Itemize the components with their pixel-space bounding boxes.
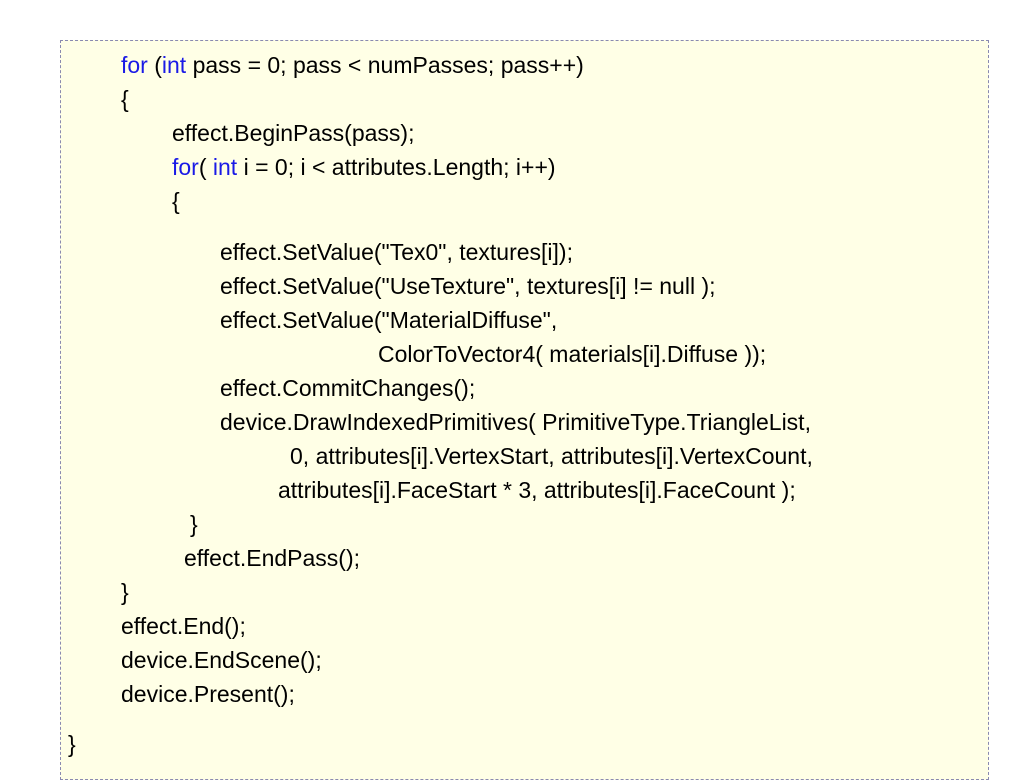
keyword-for: for (121, 52, 148, 78)
code-line-open-brace-inner: { (172, 188, 180, 214)
code-text: ( (147, 52, 162, 78)
code-text: pass = 0; pass < numPasses; pass++) (186, 52, 584, 78)
keyword-int: int (212, 154, 238, 180)
code-line-effect-end: effect.End(); (121, 613, 246, 639)
code-line-set-use-texture: effect.SetValue("UseTexture", textures[i… (220, 273, 716, 299)
code-text: ( (198, 154, 213, 180)
code-line-set-material-diffuse: effect.SetValue("MaterialDiffuse", (220, 307, 558, 333)
code-line-draw-args-2: attributes[i].FaceStart * 3, attributes[… (278, 477, 796, 503)
code-text: i = 0; i < attributes.Length; i++) (237, 154, 556, 180)
code-line-final-brace: } (68, 731, 76, 757)
code-line-close-brace: } (121, 579, 129, 605)
code-line-begin-pass: effect.BeginPass(pass); (172, 120, 415, 146)
code-line-close-brace-inner: } (190, 511, 198, 537)
code-line-commit-changes: effect.CommitChanges(); (220, 375, 476, 401)
code-block (60, 40, 989, 780)
keyword-int: int (161, 52, 187, 78)
code-line-for-pass: for (int pass = 0; pass < numPasses; pas… (121, 51, 584, 79)
code-line-set-tex0: effect.SetValue("Tex0", textures[i]); (220, 239, 573, 265)
code-line-open-brace: { (121, 86, 129, 112)
code-line-for-attributes: for( int i = 0; i < attributes.Length; i… (172, 153, 556, 181)
code-line-color-to-vector4: ColorToVector4( materials[i].Diffuse )); (378, 341, 767, 367)
keyword-for: for (172, 154, 199, 180)
code-line-draw-args-1: 0, attributes[i].VertexStart, attributes… (290, 443, 813, 469)
code-line-end-scene: device.EndScene(); (121, 647, 322, 673)
code-line-draw-indexed: device.DrawIndexedPrimitives( PrimitiveT… (220, 409, 811, 435)
code-line-present: device.Present(); (121, 681, 295, 707)
code-line-end-pass: effect.EndPass(); (184, 545, 360, 571)
